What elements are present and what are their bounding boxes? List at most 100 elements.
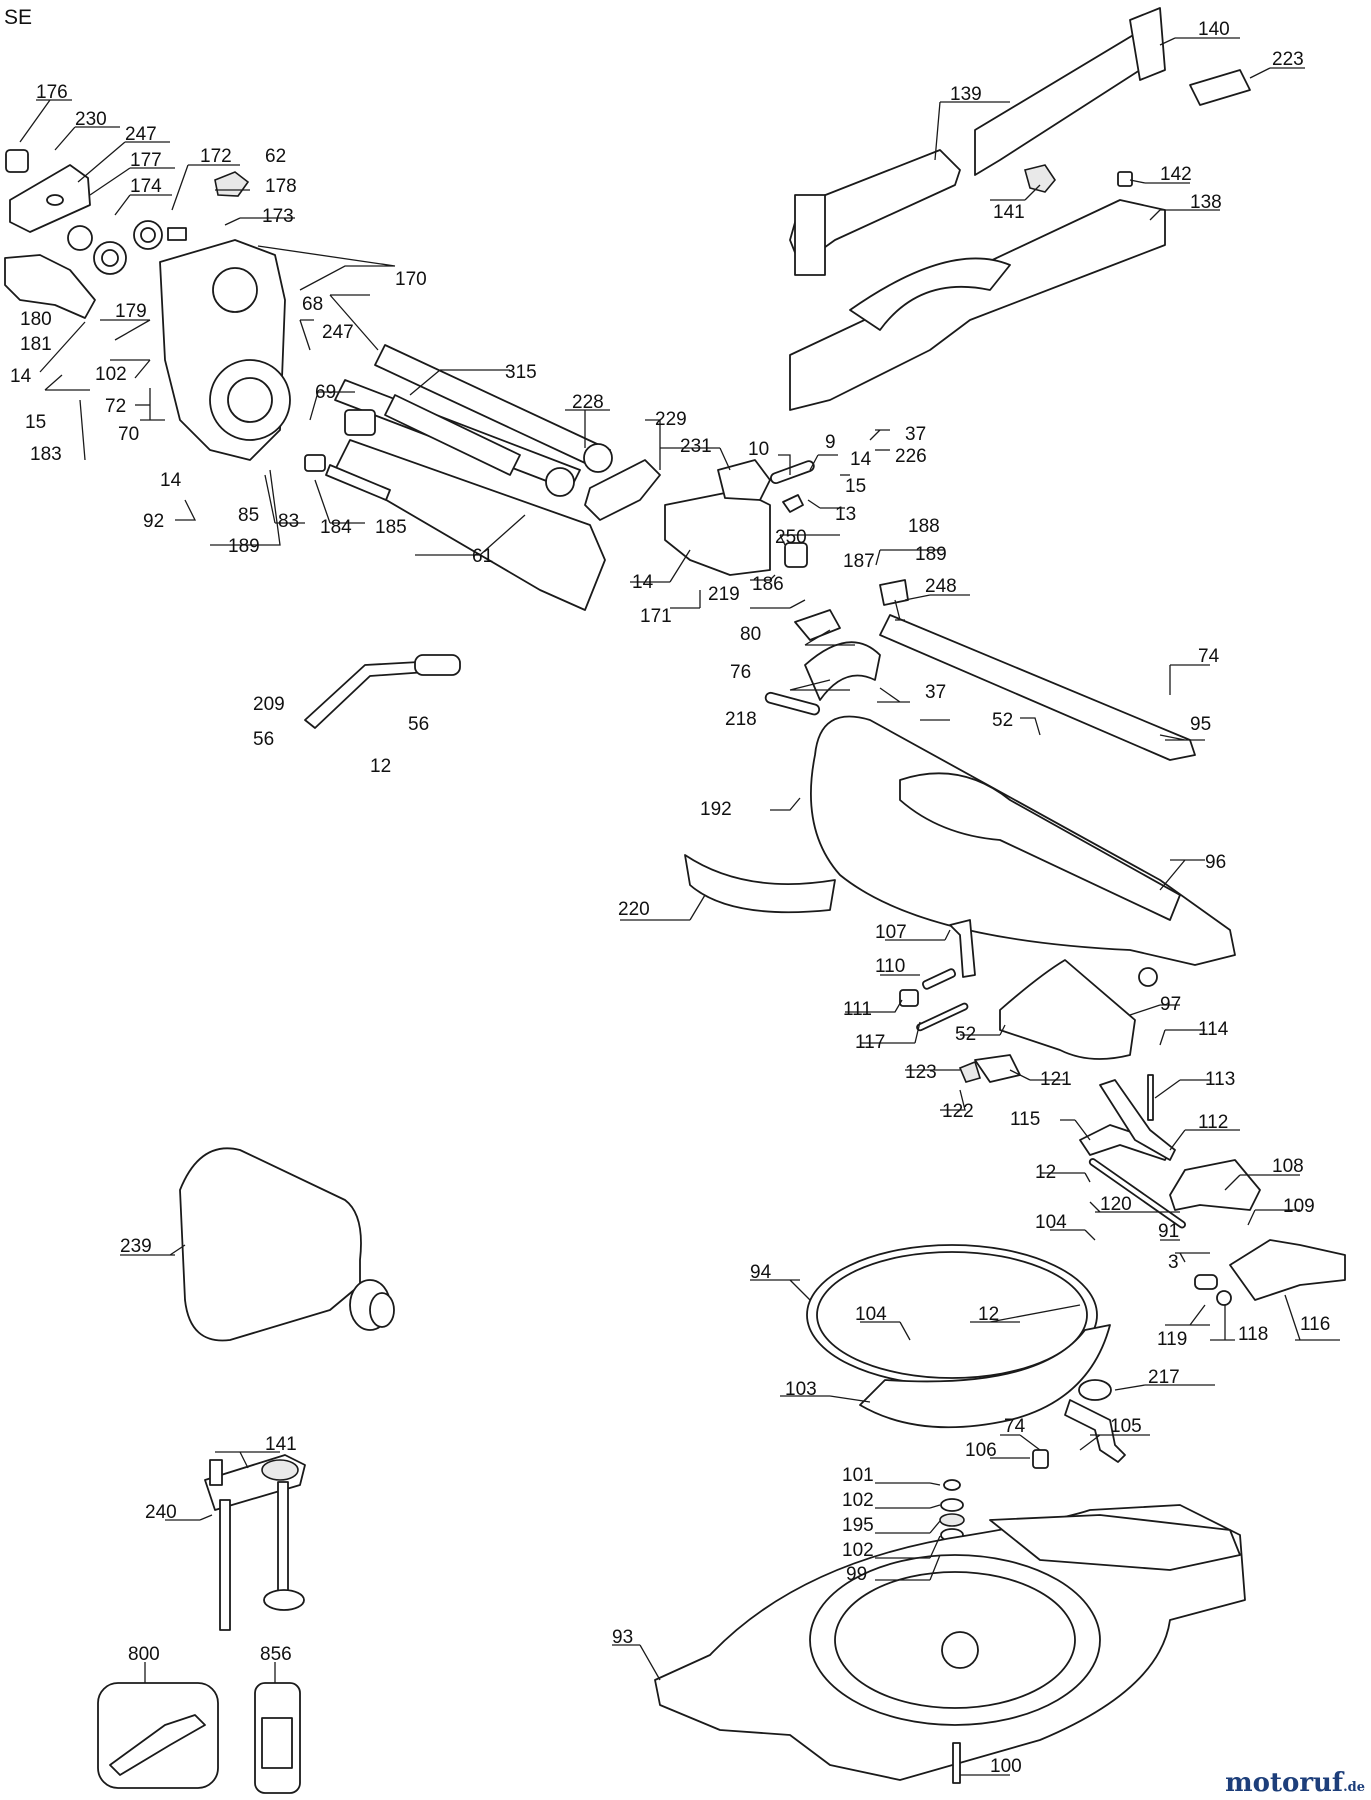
callout-99: 99: [846, 1564, 867, 1585]
callout-52b: 52: [955, 1024, 976, 1045]
callout-labels: 176 230 247 177 174 172 62 178 173 170 6…: [10, 19, 1330, 1777]
callout-101: 101: [842, 1465, 874, 1486]
callout-173: 173: [262, 206, 294, 227]
callout-180: 180: [20, 309, 52, 330]
callout-109: 109: [1283, 1196, 1315, 1217]
callout-123: 123: [905, 1062, 937, 1083]
callout-856: 856: [260, 1644, 292, 1665]
watermark-tld: .de: [1343, 1780, 1365, 1795]
callout-119: 119: [1157, 1329, 1187, 1350]
callout-37: 37: [905, 424, 926, 445]
callout-139: 139: [950, 84, 982, 105]
callout-102: 102: [95, 364, 127, 385]
callout-247: 247: [125, 124, 157, 145]
callout-115: 115: [1010, 1109, 1040, 1130]
leader-lines: [19, 37, 1340, 1776]
callout-118: 118: [1238, 1324, 1268, 1345]
callout-113: 113: [1205, 1069, 1235, 1090]
callout-103: 103: [785, 1379, 817, 1400]
callout-76: 76: [730, 662, 751, 683]
callout-174: 174: [130, 176, 162, 197]
callout-229: 229: [655, 409, 687, 430]
callout-187: 187: [843, 551, 875, 572]
callout-217: 217: [1148, 1367, 1180, 1388]
callout-189b: 189: [915, 544, 947, 565]
callout-172: 172: [200, 146, 232, 167]
callout-176: 176: [36, 82, 68, 103]
callout-14b: 14: [850, 449, 872, 470]
callout-61: 61: [472, 546, 493, 567]
callout-138: 138: [1190, 192, 1222, 213]
callout-13: 13: [835, 504, 856, 525]
callout-240: 240: [145, 1502, 177, 1523]
callout-209: 209: [253, 694, 285, 715]
callout-68: 68: [302, 294, 323, 315]
callout-230: 230: [75, 109, 107, 130]
callout-108: 108: [1272, 1156, 1304, 1177]
callout-112: 112: [1198, 1112, 1228, 1133]
callout-52: 52: [992, 710, 1013, 731]
callout-185: 185: [375, 517, 407, 538]
callout-80: 80: [740, 624, 761, 645]
callout-223: 223: [1272, 49, 1304, 70]
parts-illustration: [4, 7, 1346, 1794]
callout-179: 179: [115, 301, 147, 322]
callout-248: 248: [925, 576, 957, 597]
callout-74b: 74: [1004, 1416, 1026, 1437]
callout-107: 107: [875, 922, 907, 943]
callout-142: 142: [1160, 164, 1192, 185]
callout-114: 114: [1198, 1019, 1229, 1040]
callout-189: 189: [228, 536, 260, 557]
callout-188: 188: [908, 516, 940, 537]
callout-10: 10: [748, 439, 769, 460]
callout-220: 220: [618, 899, 650, 920]
callout-181: 181: [20, 334, 52, 355]
callout-15: 15: [25, 412, 46, 433]
callout-141b: 141: [993, 202, 1025, 223]
callout-102b: 102: [842, 1490, 874, 1511]
callout-219: 219: [708, 584, 740, 605]
callout-93: 93: [612, 1627, 633, 1648]
callout-195: 195: [842, 1515, 874, 1536]
callout-315: 315: [505, 362, 537, 383]
callout-247b: 247: [322, 322, 354, 343]
callout-250: 250: [775, 527, 807, 548]
callout-3: 3: [1168, 1252, 1179, 1273]
callout-12b: 12: [1035, 1162, 1056, 1183]
callout-186: 186: [752, 574, 784, 595]
callout-178: 178: [265, 176, 297, 197]
callout-171: 171: [640, 606, 672, 627]
callout-102c: 102: [842, 1540, 874, 1561]
callout-117: 117: [855, 1032, 885, 1053]
callout-231: 231: [680, 436, 712, 457]
callout-85: 85: [238, 505, 259, 526]
callout-100: 100: [990, 1756, 1022, 1777]
callout-56: 56: [253, 729, 274, 750]
callout-239: 239: [120, 1236, 152, 1257]
callout-92: 92: [143, 511, 164, 532]
callout-91: 91: [1158, 1221, 1179, 1242]
callout-9: 9: [825, 432, 836, 453]
callout-56b: 56: [408, 714, 429, 735]
callout-141: 141: [265, 1434, 297, 1455]
callout-122: 122: [942, 1101, 974, 1122]
callout-97: 97: [1160, 994, 1181, 1015]
callout-184: 184: [320, 517, 352, 538]
callout-183: 183: [30, 444, 62, 465]
callout-74: 74: [1198, 646, 1220, 667]
callout-116: 116: [1300, 1314, 1330, 1335]
callout-14d: 14: [632, 572, 654, 593]
callout-104b: 104: [855, 1304, 887, 1325]
callout-62: 62: [265, 146, 286, 167]
callout-192: 192: [700, 799, 732, 820]
callout-14: 14: [10, 366, 32, 387]
callout-69: 69: [315, 382, 336, 403]
callout-83: 83: [278, 511, 299, 532]
callout-110: 110: [875, 956, 905, 977]
callout-228: 228: [572, 392, 604, 413]
callout-226: 226: [895, 446, 927, 467]
callout-72: 72: [105, 396, 126, 417]
callout-96: 96: [1205, 852, 1226, 873]
callout-12c: 12: [978, 1304, 999, 1325]
